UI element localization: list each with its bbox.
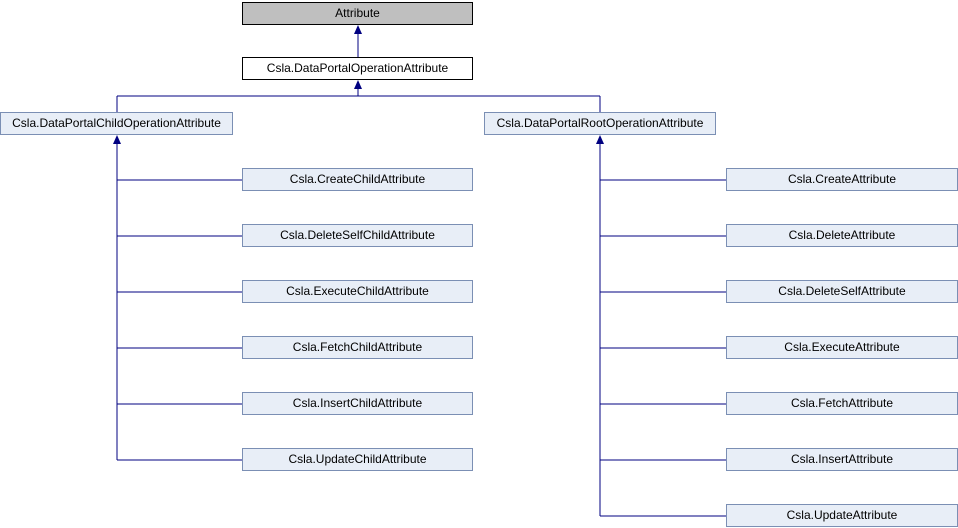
arrowhead-root-operation (596, 135, 604, 144)
node-update-child-attribute[interactable]: Csla.UpdateChildAttribute (242, 448, 473, 471)
arrowhead-attribute (354, 25, 362, 34)
node-insert-attribute[interactable]: Csla.InsertAttribute (726, 448, 958, 471)
node-delete-self-attribute[interactable]: Csla.DeleteSelfAttribute (726, 280, 958, 303)
arrowhead-child-operation (113, 135, 121, 144)
node-execute-attribute[interactable]: Csla.ExecuteAttribute (726, 336, 958, 359)
node-execute-child-attribute[interactable]: Csla.ExecuteChildAttribute (242, 280, 473, 303)
node-insert-child-attribute[interactable]: Csla.InsertChildAttribute (242, 392, 473, 415)
node-delete-self-child-attribute[interactable]: Csla.DeleteSelfChildAttribute (242, 224, 473, 247)
node-fetch-attribute[interactable]: Csla.FetchAttribute (726, 392, 958, 415)
node-create-attribute[interactable]: Csla.CreateAttribute (726, 168, 958, 191)
arrowhead-operation (354, 80, 362, 89)
node-attribute[interactable]: Attribute (242, 2, 473, 25)
node-data-portal-child-operation-attribute[interactable]: Csla.DataPortalChildOperationAttribute (0, 112, 233, 135)
node-update-attribute[interactable]: Csla.UpdateAttribute (726, 504, 958, 527)
node-fetch-child-attribute[interactable]: Csla.FetchChildAttribute (242, 336, 473, 359)
node-delete-attribute[interactable]: Csla.DeleteAttribute (726, 224, 958, 247)
node-create-child-attribute[interactable]: Csla.CreateChildAttribute (242, 168, 473, 191)
node-data-portal-root-operation-attribute[interactable]: Csla.DataPortalRootOperationAttribute (484, 112, 716, 135)
node-data-portal-operation-attribute[interactable]: Csla.DataPortalOperationAttribute (242, 57, 473, 80)
